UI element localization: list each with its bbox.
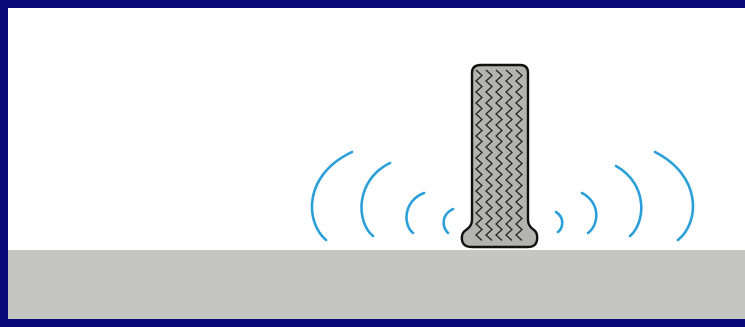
wave-left-3 <box>407 193 424 233</box>
wave-right-inner <box>556 212 562 232</box>
wave-left-outer <box>312 152 352 240</box>
wave-left-inner <box>444 209 453 233</box>
wave-right-outer <box>655 152 693 240</box>
vibration-waves-left-icon <box>312 152 453 240</box>
tire-icon <box>462 65 537 247</box>
wave-right-2 <box>616 166 641 236</box>
wave-right-3 <box>582 193 596 233</box>
vibration-waves-right-icon <box>556 152 693 240</box>
wave-left-2 <box>362 163 390 236</box>
tire-body <box>462 65 537 247</box>
